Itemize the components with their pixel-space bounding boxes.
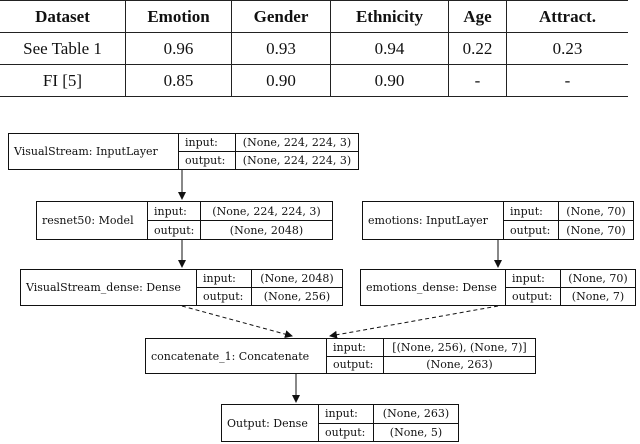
output-shape: (None, 5) (389, 425, 443, 439)
layer-name: Output: Dense (222, 405, 319, 441)
results-table: Dataset Emotion Gender Ethnicity Age Att… (0, 0, 628, 97)
header-attract: Attract. (506, 0, 628, 33)
header-dataset: Dataset (0, 0, 126, 33)
port-input-label: input: (197, 270, 251, 288)
layer-node-emotions-dense: emotions_dense: Dense input: output: (No… (360, 269, 636, 306)
port-input-label: input: (327, 339, 383, 357)
input-shape: (None, 263) (374, 405, 458, 424)
table-cell: 0.90 (231, 64, 331, 97)
table-cell: FI [5] (0, 64, 126, 97)
table-cell: 0.22 (448, 32, 507, 65)
port-input-label: input: (504, 202, 558, 221)
table-header-row: Dataset Emotion Gender Ethnicity Age Att… (0, 0, 628, 33)
output-shape: (None, 224, 224, 3) (242, 154, 352, 167)
port-input-label: input: (179, 134, 235, 152)
table-cell: 0.93 (231, 32, 331, 65)
table-cell: 0.94 (330, 32, 449, 65)
input-shape: (None, 70) (561, 270, 635, 288)
table-row: FI [5] 0.85 0.90 0.90 - - (0, 64, 628, 97)
layer-node-emotions-input: emotions: InputLayer input: output: (Non… (362, 201, 634, 240)
table-cell: 0.85 (125, 64, 232, 97)
layer-node-resnet50: resnet50: Model input: output: (None, 22… (36, 201, 333, 240)
table-cell: 0.23 (506, 32, 628, 65)
input-shape: (None, 224, 224, 3) (201, 202, 332, 221)
port-output-label: output: (512, 290, 553, 303)
table-cell: - (448, 64, 507, 97)
input-shape: (None, 224, 224, 3) (236, 134, 358, 152)
port-input-label: input: (148, 202, 200, 221)
layer-name: resnet50: Model (37, 202, 148, 239)
header-gender: Gender (231, 0, 331, 33)
layer-node-concatenate: concatenate_1: Concatenate input: output… (145, 338, 536, 374)
port-output-label: output: (333, 358, 374, 372)
input-shape: (None, 70) (559, 202, 633, 221)
layer-name: concatenate_1: Concatenate (146, 339, 327, 373)
output-shape: (None, 263) (426, 358, 493, 372)
port-output-label: output: (325, 425, 366, 439)
edge-emotions-dense-to-concatenate (329, 305, 499, 339)
header-ethnicity: Ethnicity (330, 0, 449, 33)
layer-name: VisualStream_dense: Dense (21, 270, 197, 305)
table-cell: - (506, 64, 628, 97)
port-output-label: output: (185, 154, 226, 167)
layer-name: VisualStream: InputLayer (9, 134, 179, 169)
port-input-label: input: (506, 270, 560, 288)
port-output-label: output: (203, 290, 244, 303)
output-shape: (None, 2048) (229, 223, 304, 237)
input-shape: (None, 2048) (252, 270, 342, 288)
layer-node-visualstream-input: VisualStream: InputLayer input: output: … (8, 133, 359, 170)
port-output-label: output: (510, 223, 551, 237)
table-row: See Table 1 0.96 0.93 0.94 0.22 0.23 (0, 32, 628, 65)
layer-name: emotions: InputLayer (363, 202, 504, 239)
table-cell: See Table 1 (0, 32, 126, 65)
layer-node-output-dense: Output: Dense input: output: (None, 263)… (221, 404, 459, 442)
header-emotion: Emotion (125, 0, 232, 33)
edge-visualstream-dense-to-concatenate (181, 305, 293, 339)
output-shape: (None, 256) (263, 290, 331, 303)
input-shape: [(None, 256), (None, 7)] (384, 339, 535, 357)
port-input-label: input: (319, 405, 373, 424)
output-shape: (None, 7) (571, 290, 625, 303)
port-output-label: output: (154, 223, 195, 237)
layer-name: emotions_dense: Dense (361, 270, 506, 305)
output-shape: (None, 70) (566, 223, 626, 237)
layer-node-visualstream-dense: VisualStream_dense: Dense input: output:… (20, 269, 343, 306)
header-age: Age (448, 0, 507, 33)
table-cell: 0.90 (330, 64, 449, 97)
